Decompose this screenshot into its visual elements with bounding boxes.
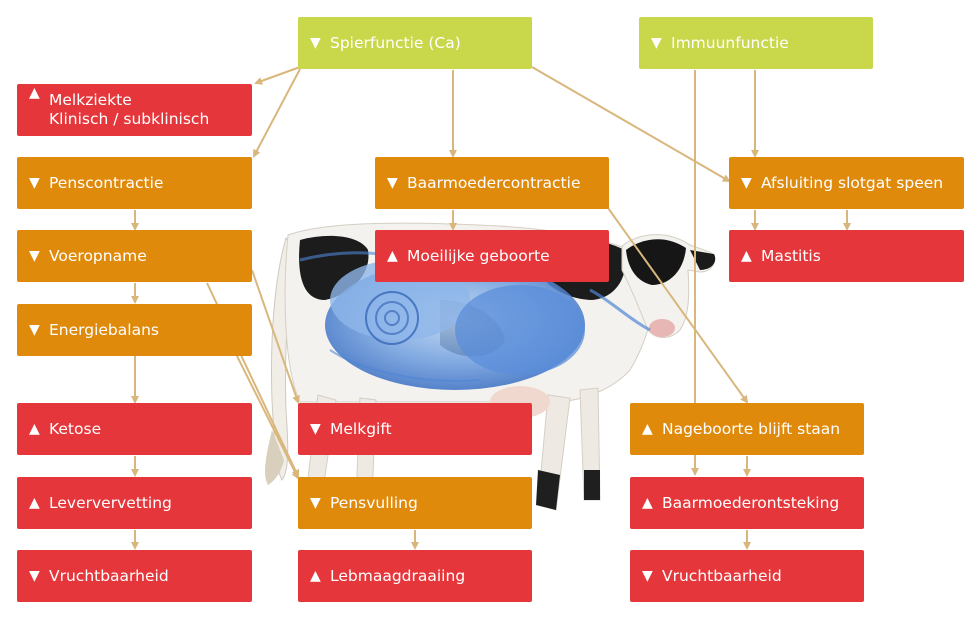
arrow-down-icon: ▼ — [642, 567, 653, 584]
arrow-up-icon: ▲ — [642, 494, 653, 511]
arrow-up-icon: ▲ — [642, 420, 653, 437]
arrow-down-icon: ▼ — [741, 174, 752, 191]
node-lebmaagdraaiing: ▲ Lebmaagdraaiing — [298, 550, 532, 602]
node-label: Baarmoederontsteking — [662, 493, 840, 512]
node-melkziekte: ▲ Melkziekte Klinisch / subklinisch — [17, 84, 252, 136]
node-vruchtbaarheid-left: ▼ Vruchtbaarheid — [17, 550, 252, 602]
node-label: Lebmaagdraaiing — [330, 566, 466, 585]
node-label: Ketose — [49, 419, 102, 438]
node-baarmoederontsteking: ▲ Baarmoederontsteking — [630, 477, 864, 529]
node-mastitis: ▲ Mastitis — [729, 230, 964, 282]
node-label: Melkziekte — [49, 91, 132, 109]
node-voeropname: ▼ Voeropname — [17, 230, 252, 282]
arrow-down-icon: ▼ — [310, 420, 321, 437]
node-baarmoedercontractie: ▼ Baarmoedercontractie — [375, 157, 609, 209]
arrow-down-icon: ▼ — [310, 34, 321, 51]
node-energiebalans: ▼ Energiebalans — [17, 304, 252, 356]
node-label: Leververvetting — [49, 493, 172, 512]
arrow-up-icon: ▲ — [741, 247, 752, 264]
node-label: Pensvulling — [330, 493, 418, 512]
connector — [607, 207, 749, 404]
connector — [531, 66, 731, 183]
node-label: Afsluiting slotgat speen — [761, 173, 944, 192]
node-ketose: ▲ Ketose — [17, 403, 252, 455]
arrow-down-icon: ▼ — [387, 174, 398, 191]
connector — [254, 66, 301, 85]
connector — [251, 269, 300, 404]
node-label: Baarmoedercontractie — [407, 173, 581, 192]
node-label: Penscontractie — [49, 173, 164, 192]
arrow-down-icon: ▼ — [29, 321, 40, 338]
node-label: Voeropname — [49, 246, 147, 265]
arrow-up-icon: ▲ — [29, 420, 40, 437]
node-vruchtbaarheid-right: ▼ Vruchtbaarheid — [630, 550, 864, 602]
arrow-down-icon: ▼ — [29, 247, 40, 264]
arrow-up-icon: ▲ — [29, 494, 40, 511]
node-penscontractie: ▼ Penscontractie — [17, 157, 252, 209]
node-label: Nageboorte blijft staan — [662, 419, 841, 438]
node-sublabel: Klinisch / subklinisch — [49, 110, 210, 128]
node-label: Vruchtbaarheid — [49, 566, 169, 585]
connector — [236, 355, 299, 480]
node-label: Moeilijke geboorte — [407, 246, 550, 265]
arrow-down-icon: ▼ — [651, 34, 662, 51]
arrow-up-icon: ▲ — [387, 247, 398, 264]
node-moeilijke-geboorte: ▲ Moeilijke geboorte — [375, 230, 609, 282]
node-spierfunctie: ▼ Spierfunctie (Ca) — [298, 17, 532, 69]
node-label: Immuunfunctie — [671, 33, 789, 52]
node-leververvetting: ▲ Leververvetting — [17, 477, 252, 529]
node-nageboorte: ▲ Nageboorte blijft staan — [630, 403, 864, 455]
node-pensvulling: ▼ Pensvulling — [298, 477, 532, 529]
node-melkgift: ▼ Melkgift — [298, 403, 532, 455]
arrow-down-icon: ▼ — [29, 567, 40, 584]
arrow-up-icon: ▲ — [310, 567, 321, 584]
node-label: Mastitis — [761, 246, 821, 265]
node-label: Spierfunctie (Ca) — [330, 33, 461, 52]
arrow-up-icon: ▲ — [29, 85, 40, 101]
arrow-down-icon: ▼ — [29, 174, 40, 191]
node-immuunfunctie: ▼ Immuunfunctie — [639, 17, 873, 69]
node-label: Vruchtbaarheid — [662, 566, 782, 585]
node-label: Melkgift — [330, 419, 392, 438]
node-afsluiting-slotgat: ▼ Afsluiting slotgat speen — [729, 157, 964, 209]
arrow-down-icon: ▼ — [310, 494, 321, 511]
connector — [253, 68, 301, 158]
node-label: Energiebalans — [49, 320, 159, 339]
